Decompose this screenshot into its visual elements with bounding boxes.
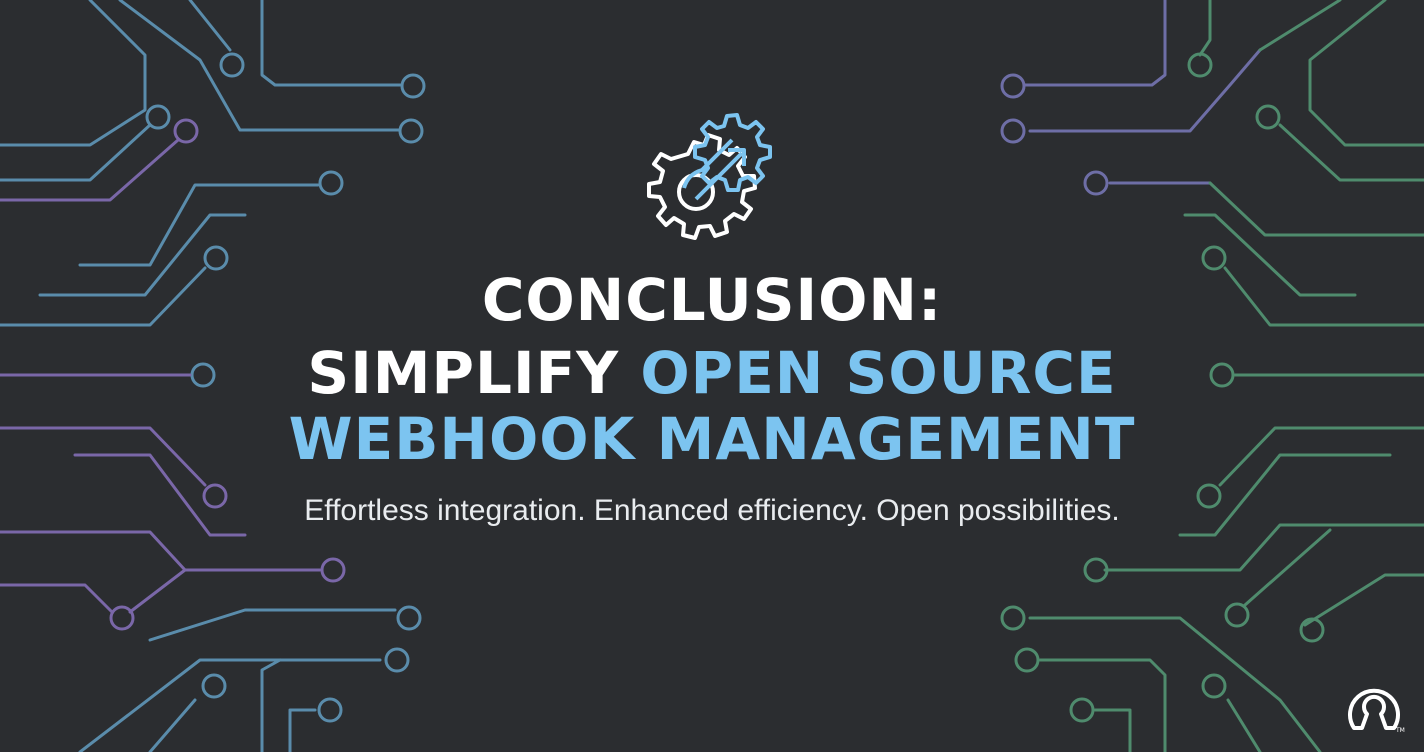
title-line-1: CONCLUSION: xyxy=(481,266,943,334)
title-open-source: OPEN SOURCE xyxy=(640,339,1117,407)
title-simplify: SIMPLIFY xyxy=(307,339,620,407)
title-line-3: WEBHOOK MANAGEMENT xyxy=(288,405,1136,473)
open-source-logo-icon: TM xyxy=(1336,668,1412,740)
trademark-text: TM xyxy=(1395,727,1405,734)
title-line-2: SIMPLIFY OPEN SOURCE xyxy=(0,337,1424,409)
gear-arrow-icon xyxy=(636,104,788,240)
subtitle: Effortless integration. Enhanced efficie… xyxy=(304,494,1120,527)
